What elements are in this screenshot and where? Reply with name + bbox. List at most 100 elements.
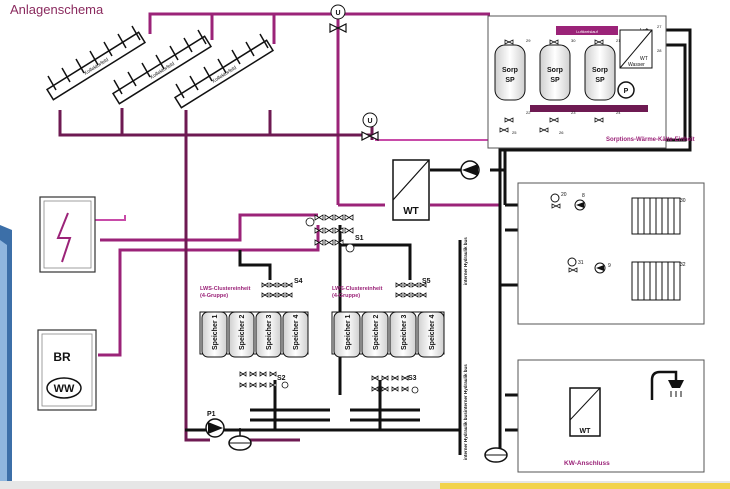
heating-valve-a[interactable] [550, 193, 561, 209]
pump-main[interactable] [460, 160, 480, 180]
station-s5-manifold [395, 282, 427, 298]
radiator-b [631, 261, 681, 301]
diagram-title: Anlagenschema [10, 2, 104, 17]
lws-left-subtitle: (4-Gruppe) [200, 293, 228, 299]
lightning-icon [56, 212, 72, 263]
svg-text:29: 29 [526, 38, 531, 43]
svg-text:Sorp: Sorp [502, 67, 518, 74]
lws-right-tank-4 [417, 311, 445, 358]
station-s4-manifold [261, 282, 293, 298]
svg-text:Speicher 3: Speicher 3 [266, 314, 273, 350]
station-label-s5: S5 [422, 278, 431, 285]
heating-panel: 20 8 30 31 9 [517, 182, 705, 325]
bottom-band [0, 481, 730, 489]
heat-pump-unit [39, 196, 96, 273]
sorption-valve-numbers: 27 28 29 30 21 22 23 24 25 26 [512, 24, 662, 135]
svg-text:Sorp: Sorp [592, 67, 608, 74]
expansion-vessel-right [484, 447, 508, 463]
svg-text:Speicher 4: Speicher 4 [429, 314, 436, 350]
sun-rays-icon [47, 25, 269, 99]
svg-text:25: 25 [512, 130, 517, 135]
bottom-band-yellow [440, 483, 730, 489]
lws-right-tank-1 [333, 311, 361, 358]
svg-text:Speicher 2: Speicher 2 [373, 314, 380, 350]
svg-text:SP: SP [595, 77, 605, 84]
boiler-unit: BR WW [37, 329, 97, 411]
sorption-valves [499, 39, 604, 133]
svg-text:SP: SP [550, 77, 560, 84]
heating-valve-b[interactable] [567, 257, 578, 273]
sorption-wt-label: WT [640, 56, 648, 62]
sorption-water-label: Wasser [628, 62, 645, 68]
heating-pump-a[interactable] [574, 199, 586, 211]
pink-lines [95, 139, 490, 221]
station-label-s3: S3 [408, 375, 417, 382]
heat-exchanger-main: WT [392, 159, 430, 221]
heating-valve-b-label: 31 [578, 260, 584, 266]
collector-field-1: Kollektorfeld [45, 31, 147, 101]
left-edge-decoration-light [0, 240, 7, 489]
radiator-a [631, 197, 681, 235]
sorption-unit: Luftkreislauf Luft WT Wasser Sorp SP Sor… [487, 15, 667, 149]
lws-right-tank-2 [361, 311, 389, 358]
lws-left-tanks: Speicher 1 Speicher 2 Speicher 3 Speiche… [199, 311, 309, 358]
heating-pump-b-label: 9 [608, 263, 611, 269]
domestic-water-panel: WT KW-Anschluss [517, 359, 705, 473]
lws-left-tank-1 [201, 311, 228, 358]
radiator-b-label: 32 [680, 262, 686, 268]
svg-text:26: 26 [559, 130, 564, 135]
sorption-pump-label: P [624, 88, 629, 95]
mixing-valve-top[interactable]: U [329, 4, 347, 33]
station-label-s4: S4 [294, 278, 303, 285]
station-label-s1: S1 [355, 235, 364, 242]
svg-text:SP: SP [505, 77, 515, 84]
svg-text:Speicher 1: Speicher 1 [212, 314, 219, 350]
svg-text:23: 23 [571, 110, 576, 115]
station-s3-manifold [371, 375, 419, 394]
svg-text:Speicher 2: Speicher 2 [239, 314, 246, 350]
collector-field-3: Kollektorfeld [173, 39, 275, 109]
heat-exchanger-dhw: WT [569, 387, 601, 437]
lws-right-subtitle: (4-Gruppe) [332, 293, 360, 299]
shower-icon [650, 370, 684, 400]
lws-left-tank-4 [282, 311, 309, 358]
boiler-br-label: BR [53, 350, 71, 364]
heating-valve-a-label: 20 [561, 192, 567, 198]
heat-exchanger-dhw-label: WT [580, 428, 592, 435]
station-label-s2: S2 [277, 375, 286, 382]
lws-left-tank-2 [228, 311, 255, 358]
svg-text:22: 22 [526, 110, 531, 115]
sorption-pump[interactable]: P [617, 81, 635, 99]
lws-right-tanks: Speicher 1 Speicher 2 Speicher 3 Speiche… [331, 311, 445, 358]
svg-text:Speicher 3: Speicher 3 [401, 314, 408, 350]
valve-label-u-top: U [335, 10, 340, 17]
bus-label-2: interner Hydraulik bus [463, 364, 468, 412]
svg-text:21: 21 [616, 38, 621, 43]
bus-label-1: interner Hydraulik bus [463, 237, 468, 285]
heating-pump-b[interactable] [594, 262, 606, 274]
svg-text:Speicher 4: Speicher 4 [293, 314, 300, 350]
station-s2-manifold [239, 371, 289, 389]
kw-connection-label: KW-Anschluss [564, 460, 610, 467]
sorption-storage-3: Sorp SP [584, 44, 616, 101]
sorption-unit-label-1: Sorptions-Wärme-Kälte-Einheit [606, 137, 695, 143]
pump-p1[interactable]: P1 [205, 411, 225, 438]
heating-pump-a-label: 8 [582, 193, 585, 199]
svg-text:27: 27 [657, 24, 662, 29]
lws-left-title: LWS-Clustereinheit [200, 286, 251, 292]
sorption-storage-2: Sorp SP [539, 44, 571, 101]
sorption-storage-1: Sorp SP [494, 44, 526, 101]
boiler-ww-label: WW [54, 383, 75, 395]
svg-text:Sorp: Sorp [547, 67, 563, 74]
sorption-air-circuit-label: Luftkreislauf [576, 29, 598, 34]
pump-p1-label: P1 [207, 411, 216, 418]
svg-text:Speicher 1: Speicher 1 [345, 314, 352, 350]
heat-exchanger-main-label: WT [403, 206, 419, 217]
mixing-valve-middle[interactable]: U [361, 112, 379, 141]
valve-label-u-mid: U [367, 118, 372, 125]
station-s1-manifold [305, 214, 355, 253]
svg-text:30: 30 [571, 38, 576, 43]
lws-left-tank-3 [255, 311, 282, 358]
